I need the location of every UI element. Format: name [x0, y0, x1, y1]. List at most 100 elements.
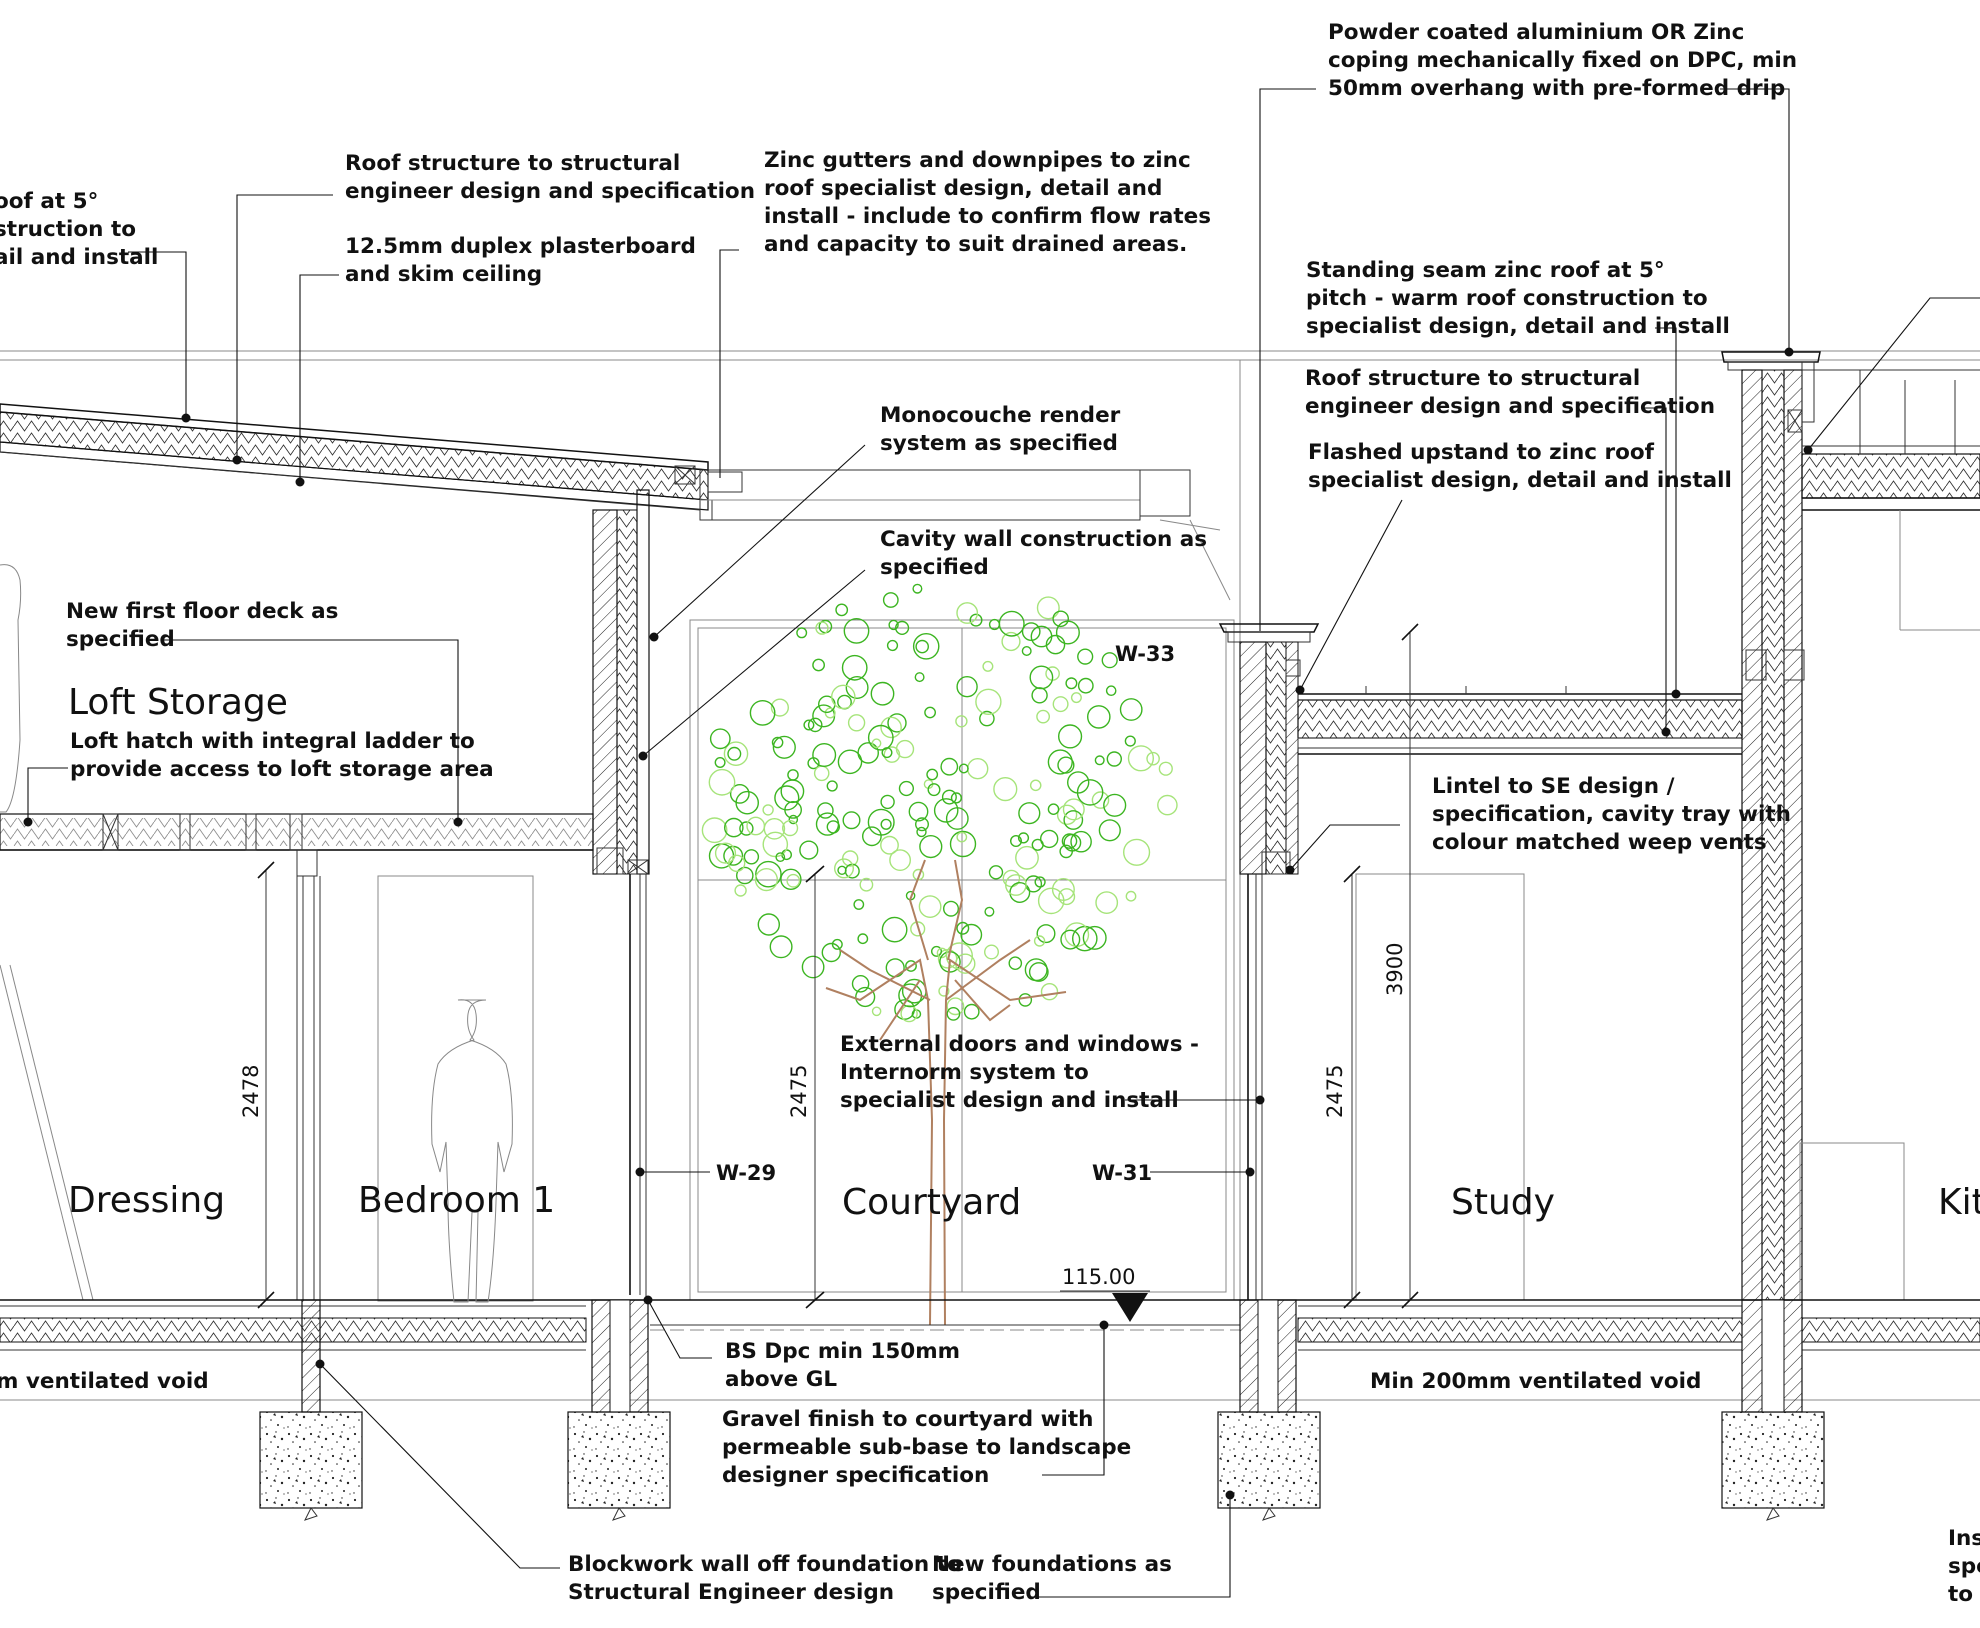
tree-canopy-circle: [1024, 958, 1048, 982]
tree-canopy-circle: [708, 768, 736, 796]
dimension-2478: 2478: [239, 1065, 263, 1118]
tree-canopy-circle: [1051, 878, 1075, 902]
tree-canopy-circle: [945, 807, 969, 830]
tree-canopy-circle: [912, 583, 923, 594]
tree-canopy-circle: [1094, 755, 1105, 766]
tree-canopy-circle: [1028, 962, 1049, 982]
leader-lines: [23, 88, 1980, 1598]
tree-canopy-circle: [1052, 610, 1069, 628]
tree-canopy-circle: [826, 780, 838, 792]
tree-canopy-circle: [787, 769, 799, 781]
foundations: [259, 1299, 1825, 1521]
internal-partitions: [0, 564, 534, 1302]
dimension-lines: [257, 623, 1419, 1322]
tree-canopy-circle: [1060, 929, 1081, 950]
tree-canopy-circle: [757, 913, 780, 936]
tree-canopy-circle: [1001, 631, 1021, 652]
tree-canopy-circle: [998, 610, 1025, 637]
tree-canopy-circle: [949, 830, 977, 858]
tree-canopy-circle: [963, 1003, 980, 1020]
note-loft-hatch: Loft hatch with integral ladder to provi…: [70, 729, 494, 782]
tree-canopy-circle: [915, 639, 930, 654]
tree-canopy-circle: [771, 736, 784, 749]
tree-canopy-circle: [835, 603, 849, 617]
tree-canopy-circle: [743, 849, 760, 865]
tree-canopy-circle: [871, 738, 882, 749]
note-roof-structure-right: Roof structure to structural engineer de…: [1305, 366, 1715, 419]
tree-canopy-circle: [1103, 793, 1127, 817]
tree-canopy-circle: [905, 960, 917, 972]
note-cavity-wall: Cavity wall construction as specified: [880, 527, 1215, 580]
dimension-2475-courtyard: 2475: [787, 1065, 811, 1118]
tree-canopy-circle: [887, 713, 907, 733]
tree-canopy-circle: [880, 818, 892, 830]
tree-canopy-circle: [894, 620, 910, 636]
tree-canopy-circle: [908, 801, 929, 822]
tree-trunk: [825, 859, 1067, 1326]
tree-canopy-circle: [1062, 798, 1085, 821]
tree-canopy-circle: [975, 688, 1002, 715]
tree-canopy-circle: [1101, 652, 1118, 669]
tree-canopy-circle: [1021, 622, 1041, 641]
room-label-loft-storage: Loft Storage: [68, 682, 288, 723]
tree-canopy-circle: [770, 698, 789, 717]
tree-canopy-circle: [950, 792, 963, 804]
tree-canopy-circle: [1031, 687, 1048, 704]
tree-canopy-circle: [784, 801, 802, 819]
room-label-study: Study: [1451, 1182, 1555, 1223]
tree-canopy-circle: [982, 660, 994, 672]
tree-canopy-circle: [1045, 634, 1066, 655]
tree-canopy-circle: [843, 618, 870, 644]
tree-canopy-circle: [1052, 696, 1069, 713]
tree-canopy-circle: [1077, 677, 1094, 694]
tree-canopy-circle: [883, 746, 901, 763]
note-lintel: Lintel to SE design / specification, cav…: [1432, 774, 1798, 855]
tree-canopy-circle: [1036, 924, 1056, 944]
tree-canopy-circle: [780, 779, 805, 804]
tree-canopy-circle: [815, 621, 829, 635]
tree-canopy-circle: [755, 860, 782, 888]
tree-canopy-circle: [847, 714, 866, 732]
tree-canopy-circle: [984, 944, 1000, 960]
tree-canopy-circle: [824, 707, 836, 719]
tree-canopy-circle: [1029, 665, 1054, 690]
tree-canopy-circle: [1105, 685, 1117, 697]
tree-canopy-circle: [1065, 677, 1078, 690]
note-void-right: Min 200mm ventilated void: [1370, 1369, 1701, 1394]
tree-canopy-circle: [729, 784, 750, 804]
left-cavity-wall: [592, 489, 650, 1300]
tree-canopy-circle: [882, 592, 899, 608]
tree-canopy-circle: [1095, 891, 1119, 914]
tree-canopy-circle: [1063, 810, 1084, 830]
room-label-courtyard: Courtyard: [842, 1182, 1021, 1223]
tree-canopy-circle: [919, 834, 943, 859]
tree-canopy-circle: [916, 826, 927, 838]
tree-canopy-circle: [772, 735, 796, 759]
tree-canopy-circle: [1076, 779, 1104, 806]
tree-canopy-circle: [885, 958, 905, 978]
tree-canopy-circle: [837, 865, 847, 875]
tree-canopy-circle: [1057, 724, 1083, 749]
note-external-doors: External doors and windows - Internorm s…: [840, 1032, 1206, 1113]
tree-canopy-circle: [796, 627, 808, 639]
tree-canopy-circle: [1056, 804, 1078, 825]
tree-canopy-circle: [727, 746, 742, 761]
tree-canopy-circle: [1091, 791, 1110, 809]
note-monocouche: Monocouche render system as specified: [880, 403, 1128, 456]
window-tag-w29: W-29: [716, 1161, 776, 1185]
note-gutters: Zinc gutters and downpipes to zinc roof …: [764, 148, 1219, 257]
tree-canopy: [701, 583, 1178, 1023]
tree-canopy-circle: [931, 945, 943, 957]
tree-canopy-circle: [837, 749, 863, 775]
tree-canopy-circle: [834, 858, 855, 879]
tree-canopy-circle: [1040, 983, 1059, 1001]
tree-canopy-circle: [956, 831, 968, 843]
tree-canopy-circle: [881, 916, 908, 943]
tree-canopy-circle: [1015, 845, 1039, 870]
tree-canopy-circle: [762, 804, 774, 816]
tree-canopy-circle: [941, 789, 957, 805]
tree-canopy-circle: [1122, 838, 1151, 866]
tree-canopy-circle: [940, 757, 959, 776]
note-plasterboard: 12.5mm duplex plasterboard and skim ceil…: [345, 234, 703, 287]
